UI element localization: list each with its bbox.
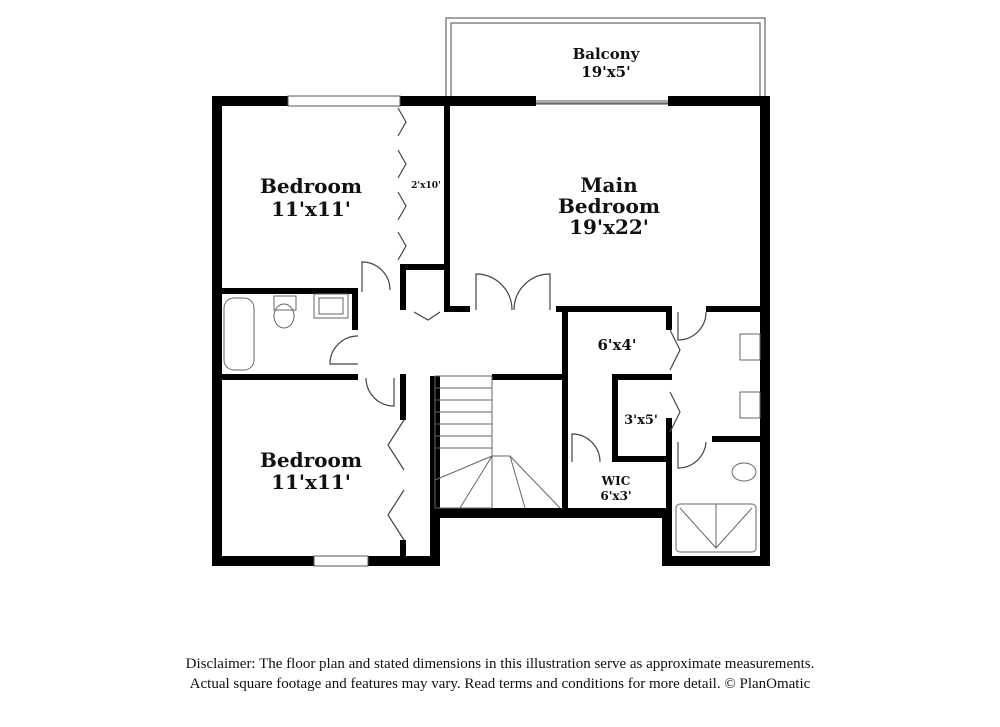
- main-bedroom-name-1: Main: [580, 173, 638, 197]
- bedroom-bottom-name: Bedroom: [260, 448, 362, 472]
- closet-6x4-dims: 6'x4': [597, 336, 636, 354]
- staircase[interactable]: [434, 375, 561, 509]
- closet-top-dims: 2'x10': [411, 181, 441, 191]
- bedroom-top-name: Bedroom: [260, 174, 362, 198]
- closet-3x5-dims: 3'x5': [624, 413, 658, 428]
- disclaimer-line-1: Disclaimer: The floor plan and stated di…: [185, 656, 815, 672]
- main-bedroom-dims: 19'x22': [569, 215, 649, 239]
- bedroom-top-dims: 11'x11': [271, 197, 351, 221]
- windows: [287, 95, 668, 567]
- wic-dims: 6'x3': [600, 489, 631, 503]
- bathroom-fixtures: [223, 293, 761, 553]
- balcony-name: Balcony: [573, 45, 641, 63]
- bedroom-bottom-dims: 11'x11': [271, 470, 351, 494]
- main-bedroom-name-2: Bedroom: [558, 194, 660, 218]
- balcony-dims: 19'x5': [581, 63, 630, 81]
- balcony: [445, 17, 766, 105]
- disclaimer-line-2: Actual square footage and features may v…: [189, 676, 811, 692]
- wic-name: WIC: [601, 474, 631, 488]
- doors: [329, 107, 707, 541]
- walls: [212, 96, 770, 566]
